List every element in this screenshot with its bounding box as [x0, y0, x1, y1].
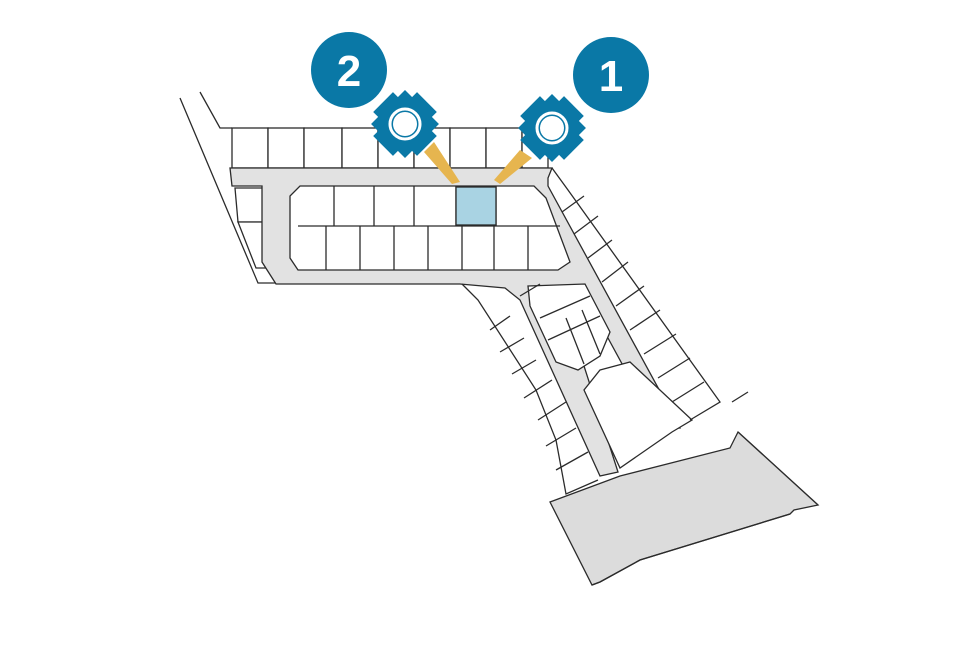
camera-marker-1[interactable] [508, 84, 596, 172]
view-cone-1 [494, 150, 532, 184]
view-cone-2 [424, 142, 460, 184]
camera-marker-2[interactable] [361, 80, 449, 168]
marker-label-2: 2 [337, 47, 361, 96]
south-plaza [549, 430, 820, 586]
view-cones [424, 142, 532, 184]
lots-east-strip [551, 167, 721, 421]
lots-southwest-strip [461, 283, 599, 495]
marker-badge-2[interactable]: 2 [311, 32, 387, 108]
marker-label-1: 1 [599, 52, 623, 101]
lots-inner-block [298, 186, 560, 270]
highlighted-lot [455, 186, 497, 226]
marker-badge-1[interactable]: 1 [573, 37, 649, 113]
lots-middle-block [539, 295, 601, 365]
